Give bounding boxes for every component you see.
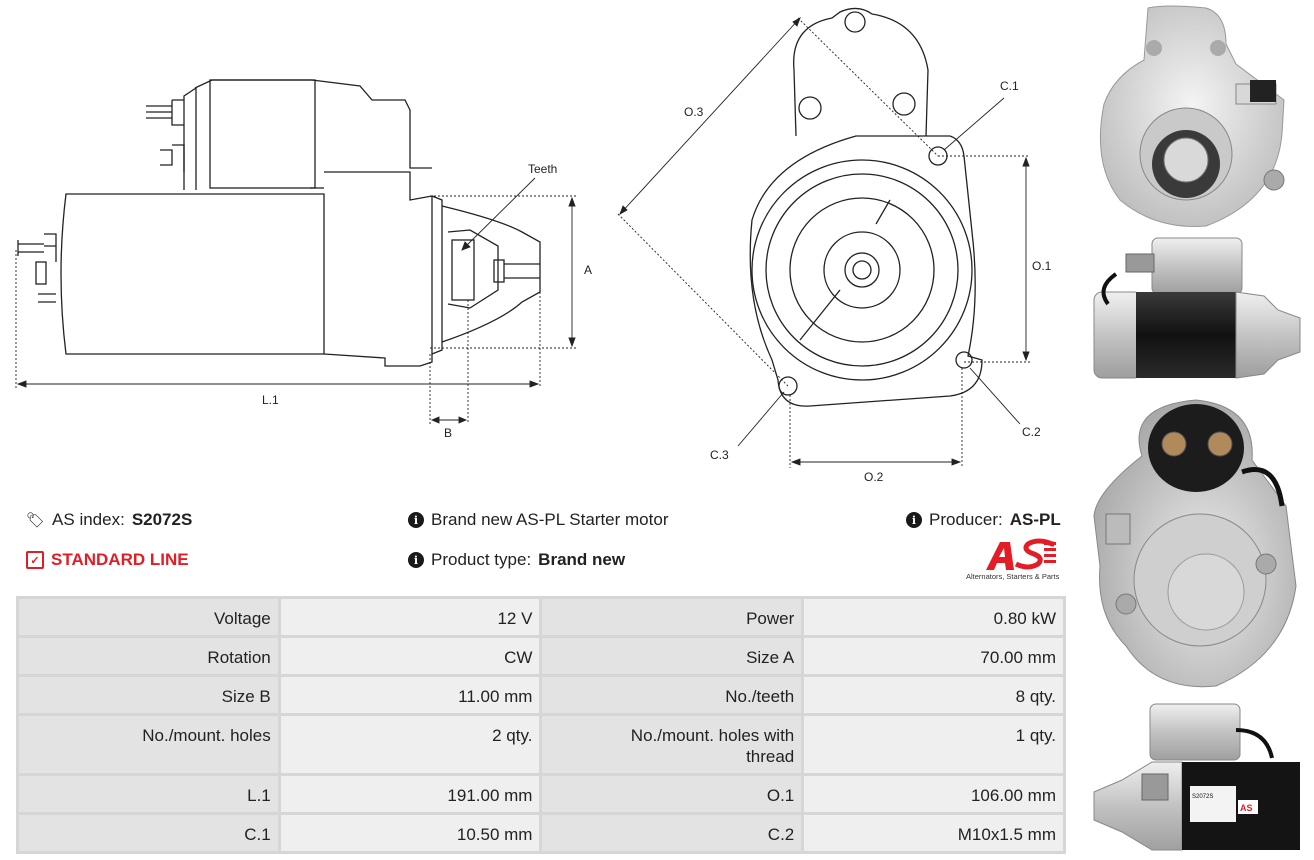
dim-c3-label: C.3 bbox=[710, 448, 729, 462]
side-view-drawing: Teeth A B L.1 bbox=[15, 79, 592, 440]
info-icon: i bbox=[408, 552, 424, 568]
spec-key: No./mount. holes with thread bbox=[542, 716, 802, 773]
spec-value: 0.80 kW bbox=[804, 599, 1063, 635]
spec-value: 8 qty. bbox=[804, 677, 1063, 713]
as-index: 🏷 AS index: S2072S bbox=[26, 510, 192, 530]
front-view-drawing: O.3 C.1 O.1 C.2 C.3 O.2 bbox=[617, 7, 1052, 484]
dim-c2-label: C.2 bbox=[1022, 425, 1041, 439]
info-icon: i bbox=[408, 512, 424, 528]
spec-key: No./teeth bbox=[542, 677, 802, 713]
spec-key: C.2 bbox=[542, 815, 802, 851]
spec-key: Power bbox=[542, 599, 802, 635]
as-pl-logo[interactable]: Alternators, Starters & Parts bbox=[966, 538, 1068, 584]
product-type-label: Product type: bbox=[431, 550, 532, 569]
spec-value: 2 qty. bbox=[280, 716, 540, 773]
photo-logo-mark: AS bbox=[1240, 803, 1253, 813]
spec-value: 11.00 mm bbox=[280, 677, 540, 713]
spec-value: 10.50 mm bbox=[280, 815, 540, 851]
producer-value: AS-PL bbox=[1009, 510, 1061, 529]
spec-key: Voltage bbox=[19, 599, 278, 635]
table-row: Size B 11.00 mm No./teeth 8 qty. bbox=[19, 677, 1063, 713]
standard-line: ✓ STANDARD LINE bbox=[26, 550, 189, 570]
product-description: i Brand new AS-PL Starter motor bbox=[408, 510, 668, 530]
spec-value: 191.00 mm bbox=[280, 776, 540, 812]
dim-l1-label: L.1 bbox=[262, 393, 279, 407]
spec-key: Size A bbox=[542, 638, 802, 674]
spec-value: 1 qty. bbox=[804, 716, 1063, 773]
dim-c1-label: C.1 bbox=[1000, 79, 1019, 93]
dim-o2-label: O.2 bbox=[864, 470, 884, 484]
table-row: No./mount. holes 2 qty. No./mount. holes… bbox=[19, 716, 1063, 773]
teeth-label: Teeth bbox=[528, 162, 557, 176]
spec-value: 106.00 mm bbox=[804, 776, 1063, 812]
spec-table: Voltage 12 V Power 0.80 kW Rotation CW S… bbox=[16, 596, 1066, 854]
spec-value: M10x1.5 mm bbox=[804, 815, 1063, 851]
photo-front-view[interactable] bbox=[1086, 4, 1308, 232]
spec-key: No./mount. holes bbox=[19, 716, 278, 773]
standard-line-label: STANDARD LINE bbox=[51, 550, 189, 569]
dim-o3-label: O.3 bbox=[684, 105, 704, 119]
info-icon: i bbox=[906, 512, 922, 528]
photo-side-view[interactable] bbox=[1086, 234, 1308, 384]
check-square-icon: ✓ bbox=[26, 551, 44, 569]
as-logo-mark bbox=[986, 538, 1056, 570]
spec-value: CW bbox=[280, 638, 540, 674]
spec-key: O.1 bbox=[542, 776, 802, 812]
as-index-label: AS index: bbox=[52, 510, 125, 529]
description-text: Brand new AS-PL Starter motor bbox=[431, 510, 669, 529]
spec-key: Rotation bbox=[19, 638, 278, 674]
tags-icon: 🏷 bbox=[26, 512, 46, 529]
table-row: C.1 10.50 mm C.2 M10x1.5 mm bbox=[19, 815, 1063, 851]
spec-key: Size B bbox=[19, 677, 278, 713]
table-row: Rotation CW Size A 70.00 mm bbox=[19, 638, 1063, 674]
product-type-value: Brand new bbox=[538, 550, 626, 569]
as-index-value: S2072S bbox=[131, 510, 193, 529]
producer: i Producer: AS-PL bbox=[906, 510, 1061, 530]
spec-key: C.1 bbox=[19, 815, 278, 851]
product-type: i Product type: Brand new bbox=[408, 550, 625, 570]
spec-value: 70.00 mm bbox=[804, 638, 1063, 674]
dim-a-label: A bbox=[584, 263, 592, 277]
photo-rear-view[interactable] bbox=[1086, 396, 1308, 692]
photo-part-code: S2072S bbox=[1192, 794, 1213, 800]
spec-key: L.1 bbox=[19, 776, 278, 812]
photo-label-view[interactable]: S2072S AS bbox=[1086, 700, 1308, 856]
dim-o1-label: O.1 bbox=[1032, 259, 1052, 273]
spec-value: 12 V bbox=[280, 599, 540, 635]
logo-tagline: Alternators, Starters & Parts bbox=[966, 572, 1060, 581]
producer-label: Producer: bbox=[929, 510, 1003, 529]
table-row: L.1 191.00 mm O.1 106.00 mm bbox=[19, 776, 1063, 812]
dim-b-label: B bbox=[444, 426, 452, 440]
table-row: Voltage 12 V Power 0.80 kW bbox=[19, 599, 1063, 635]
